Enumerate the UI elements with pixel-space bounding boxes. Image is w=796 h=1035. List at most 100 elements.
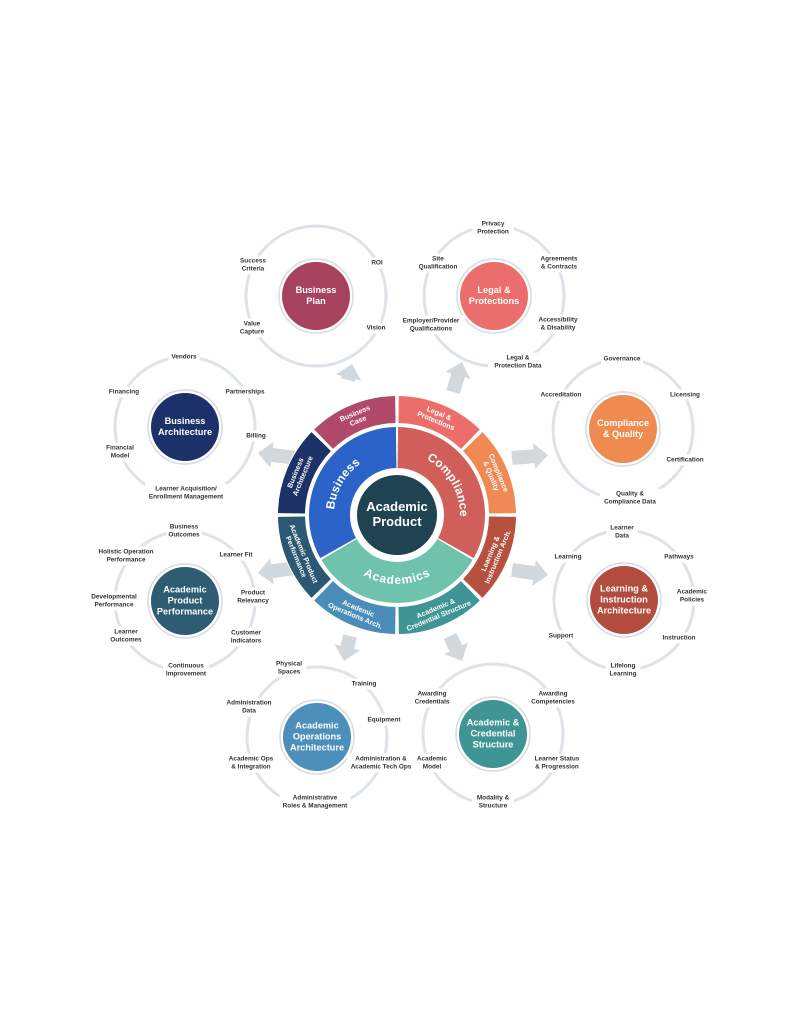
satellite-label-backdrop bbox=[600, 488, 660, 508]
satellite-label-backdrop bbox=[658, 454, 712, 466]
satellite-label-backdrop bbox=[368, 257, 386, 269]
satellite-item-label-line: Customer bbox=[231, 630, 261, 637]
satellite-item-label-line: Administration bbox=[226, 700, 271, 707]
segment-1 bbox=[314, 396, 396, 449]
satellite-label-backdrop bbox=[233, 587, 273, 607]
satellite-item-label-line: Licensing bbox=[670, 392, 700, 399]
satellite-item-label: Learner Fit bbox=[219, 552, 253, 559]
satellite-title-line: Instruction bbox=[600, 594, 648, 604]
satellite-label-backdrop bbox=[90, 546, 162, 566]
connector-arrow-academic-product-performance bbox=[258, 558, 297, 585]
satellite-item-label-line: Developmental bbox=[91, 594, 137, 601]
satellite-item-label: Partnerships bbox=[225, 389, 265, 396]
satellite-label-backdrop bbox=[605, 660, 641, 680]
satellite-item-label-line: Outcomes bbox=[168, 532, 200, 539]
satellite-item-label-line: Support bbox=[549, 633, 574, 640]
satellite-item-label-line: Administration & bbox=[355, 756, 407, 763]
satellite-item-label-line: & Contracts bbox=[541, 264, 578, 271]
satellite-item-label-line: Performance bbox=[94, 602, 134, 609]
satellite-title-line: Architecture bbox=[158, 427, 212, 437]
connector-arrow-compliance-quality bbox=[511, 443, 548, 470]
satellite-item-label-line: Qualifications bbox=[410, 326, 453, 333]
satellite-item-label-line: Academic Tech Ops bbox=[351, 764, 412, 771]
satellite-item-label-line: Learner Fit bbox=[219, 552, 253, 559]
satellite-item-label: Accessibility& Disability bbox=[538, 317, 578, 332]
segment-6 bbox=[314, 581, 396, 634]
satellite-item-label-line: Instruction bbox=[662, 635, 695, 642]
satellite-item-label-line: Lifelong bbox=[611, 663, 636, 670]
satellite-item-label: Pathways bbox=[664, 554, 694, 561]
connector-arrow-business-plan bbox=[336, 364, 362, 382]
satellite-label-backdrop bbox=[225, 627, 267, 647]
connector-arrow-business-architecture bbox=[258, 441, 297, 468]
segment-8 bbox=[278, 432, 331, 514]
satellite-item-label-line: Enrollment Management bbox=[149, 494, 224, 501]
satellite-label-backdrop bbox=[104, 386, 144, 398]
satellite-item-label-line: Equipment bbox=[367, 717, 401, 724]
satellite-title-line: Protections bbox=[469, 296, 520, 306]
satellite-item-label-line: Value bbox=[244, 321, 261, 328]
satellite-hub bbox=[282, 262, 350, 330]
satellite-title-line: Academic bbox=[295, 720, 338, 730]
satellite-item-label: Vision bbox=[366, 325, 385, 332]
satellite-item-label-line: Financing bbox=[109, 389, 139, 396]
satellite-item-label-line: Capture bbox=[240, 329, 265, 336]
satellite-label-backdrop bbox=[236, 318, 268, 338]
satellite-label-backdrop bbox=[665, 389, 705, 401]
satellite-item-label-line: Outcomes bbox=[110, 637, 142, 644]
segment-7 bbox=[278, 516, 331, 598]
satellite-item-label-line: Academic bbox=[677, 589, 708, 596]
satellite-item-label-line: Performance bbox=[106, 557, 146, 564]
satellite-title-line: Business bbox=[296, 285, 337, 295]
satellite-item-label-line: Data bbox=[615, 533, 629, 540]
satellite-item-label-line: Holistic Operation bbox=[98, 549, 153, 556]
satellite-item-label-line: Qualification bbox=[419, 264, 458, 271]
middle-ring-label-path: Academics bbox=[362, 565, 432, 587]
satellite-item-label-line: & Disability bbox=[541, 325, 576, 332]
satellite-hub bbox=[283, 703, 351, 771]
satellite-item-label-line: Relevancy bbox=[237, 598, 269, 605]
satellite-item-label-line: Academic bbox=[417, 756, 448, 763]
satellite-item-label-line: Policies bbox=[680, 597, 705, 604]
satellite-label-backdrop bbox=[108, 626, 144, 646]
satellite-item-label-line: Protection Data bbox=[494, 363, 542, 370]
satellite-item-label: Academic Ops& Integration bbox=[229, 756, 274, 771]
connector-arrow-academic-credential bbox=[443, 633, 468, 661]
satellite-hub bbox=[589, 395, 657, 463]
satellite-label-backdrop bbox=[163, 660, 209, 680]
satellite-item-label-line: Privacy bbox=[482, 221, 505, 228]
satellite-label-backdrop bbox=[488, 352, 548, 372]
satellite-item-label-line: Modality & bbox=[477, 795, 510, 802]
satellite-item-label-line: Roles & Management bbox=[283, 803, 349, 810]
satellite-label-backdrop bbox=[166, 521, 202, 541]
satellite-title-line: Business bbox=[165, 416, 206, 426]
satellite-item-label: ROI bbox=[371, 260, 383, 267]
satellite-item-label: Equipment bbox=[367, 717, 401, 724]
middle-segment-2 bbox=[397, 427, 486, 559]
satellite-label-backdrop bbox=[601, 353, 643, 365]
satellite-label-backdrop bbox=[240, 430, 272, 442]
satellite-title-line: Compliance bbox=[597, 418, 649, 428]
satellite-item-label-line: Compliance Data bbox=[604, 499, 656, 506]
satellite-title-line: Product bbox=[168, 595, 203, 605]
satellite-title-line: Architecture bbox=[597, 605, 651, 615]
satellite-item-label-line: Awarding bbox=[539, 691, 568, 698]
satellite-label-backdrop bbox=[145, 483, 227, 503]
connector-arrow-academic-operations bbox=[334, 634, 360, 661]
satellite-item-label: Administration &Academic Tech Ops bbox=[351, 756, 412, 771]
satellite-item-label-line: Learner Status bbox=[535, 756, 580, 763]
